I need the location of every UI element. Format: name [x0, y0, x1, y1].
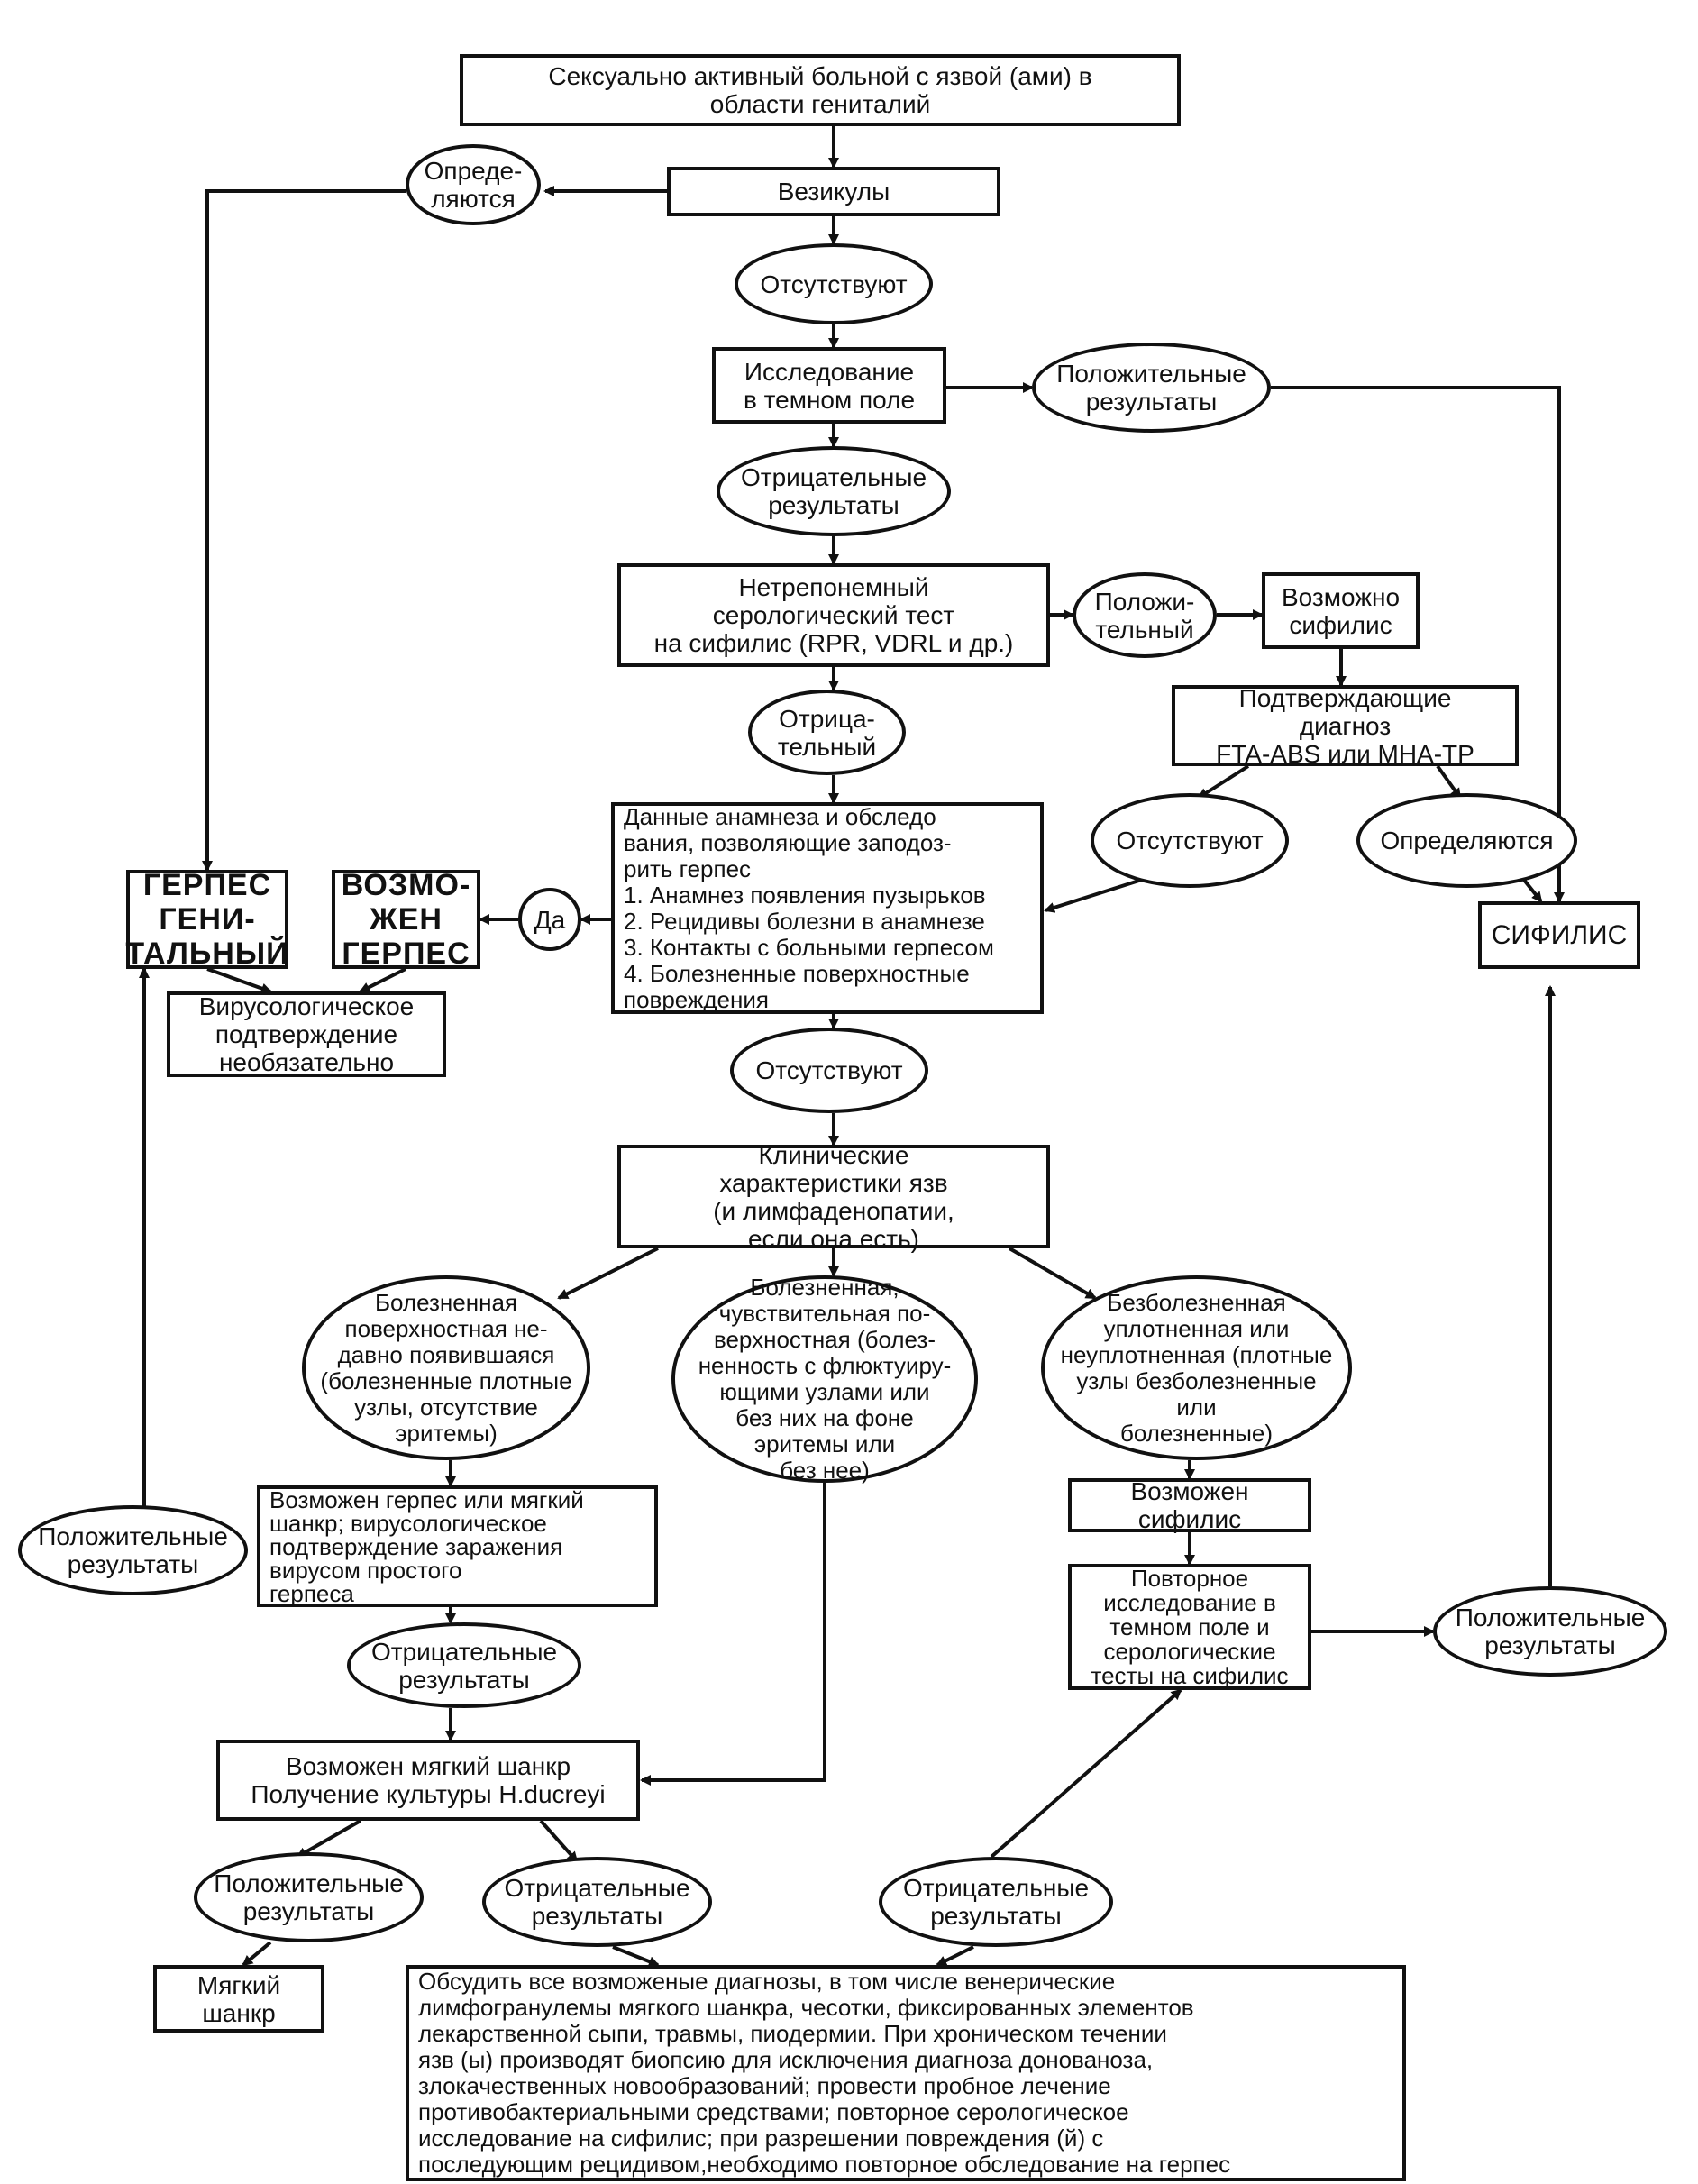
- connector-arrow: [612, 1945, 660, 1967]
- herpes-or-chancroid-node: Возможен герпес или мягкий шанкр; вирусо…: [257, 1485, 658, 1607]
- connector-arrow: [296, 1819, 361, 1859]
- connector-arrow: [936, 1945, 974, 1967]
- connector-arrow: [1521, 877, 1543, 903]
- possible-herpes-node: ВОЗМО- ЖЕН ГЕРПЕС: [332, 868, 480, 971]
- negative-label-3: Отрицательные результаты: [482, 1857, 712, 1947]
- yes-label: Да: [518, 888, 581, 951]
- connector-arrow: [539, 1819, 579, 1863]
- syphilis-node: СИФИЛИС: [1478, 901, 1640, 969]
- possible-syphilis-node-2: Возможен сифилис: [1068, 1477, 1311, 1533]
- connector-arrow: [640, 1483, 826, 1786]
- absent-label-3: Отсутствуют: [730, 1028, 928, 1113]
- positive-label-2: Положительные результаты: [18, 1505, 248, 1595]
- repeat-darkfield-node: Повторное исследование в темном поле и с…: [1068, 1564, 1311, 1690]
- connector-arrow: [242, 1941, 272, 1967]
- positive-label-3: Положительные результаты: [1433, 1586, 1667, 1677]
- connector-arrow: [1197, 764, 1250, 800]
- negative-label-2: Отрицательные результаты: [347, 1622, 581, 1708]
- nontreponemal-test-node: Нетрепонемный серологический тест на сиф…: [617, 563, 1050, 667]
- herpes-history-node: Данные анамнеза и обследо вания, позволя…: [611, 802, 1044, 1014]
- darkfield-node: Исследование в темном поле: [712, 347, 946, 424]
- virology-optional-node: Вирусологическое подтверждение необязате…: [167, 991, 446, 1077]
- painless-oval: Безболезненная уплотненная или неуплотне…: [1041, 1275, 1352, 1460]
- connector-arrow: [1436, 764, 1462, 800]
- connector-arrow: [1044, 877, 1146, 913]
- clinical-characteristics-node: Клинические характеристики язв (и лимфад…: [617, 1141, 1050, 1253]
- absent-label-1: Отсутствуют: [735, 243, 933, 324]
- painful-superficial-oval: Болезненная поверхностная не- давно появ…: [302, 1275, 590, 1460]
- positive-label-4: Положительные результаты: [194, 1852, 424, 1942]
- possible-syphilis-node: Возможно сифилис: [1262, 572, 1420, 649]
- absent-label-2: Отсутствуют: [1091, 793, 1289, 888]
- chancroid-node: Мягкий шанкр: [153, 1965, 324, 2033]
- connector-arrow: [206, 967, 272, 994]
- start-node: Сексуально активный больной с язвой (ами…: [460, 54, 1181, 126]
- negative-label-1: Отрицательные результаты: [717, 446, 951, 536]
- connector-arrow: [1271, 386, 1565, 903]
- vesicles-node: Везикулы: [667, 167, 1000, 216]
- negative-label-4: Отрицательные результаты: [879, 1857, 1113, 1947]
- discuss-diagnoses-node: Обсудить все возможеные диагнозы, в том …: [406, 1965, 1406, 2181]
- negative-test-label: Отрица- тельный: [748, 690, 906, 775]
- possible-chancroid-node: Возможен мягкий шанкр Получение культуры…: [216, 1740, 640, 1821]
- positive-label-1: Положительные результаты: [1032, 343, 1271, 433]
- genital-herpes-node: ГЕРПЕС ГЕНИ- ТАЛЬНЫЙ: [125, 868, 289, 971]
- connector-arrow: [202, 189, 406, 872]
- confirmatory-test-node: Подтверждающие диагноз FTA-ABS или MHA-T…: [1172, 684, 1519, 768]
- determined-label-1: Опреде- ляются: [406, 144, 541, 225]
- determined-label-2: Определяются: [1356, 793, 1577, 888]
- positive-test-label: Положи- тельный: [1073, 572, 1217, 658]
- connector-arrow: [990, 1688, 1182, 1859]
- painful-sensitive-oval: Болезненная, чувствительная по- верхност…: [671, 1275, 978, 1484]
- connector-arrow: [359, 967, 406, 993]
- connector-arrow: [557, 1247, 659, 1300]
